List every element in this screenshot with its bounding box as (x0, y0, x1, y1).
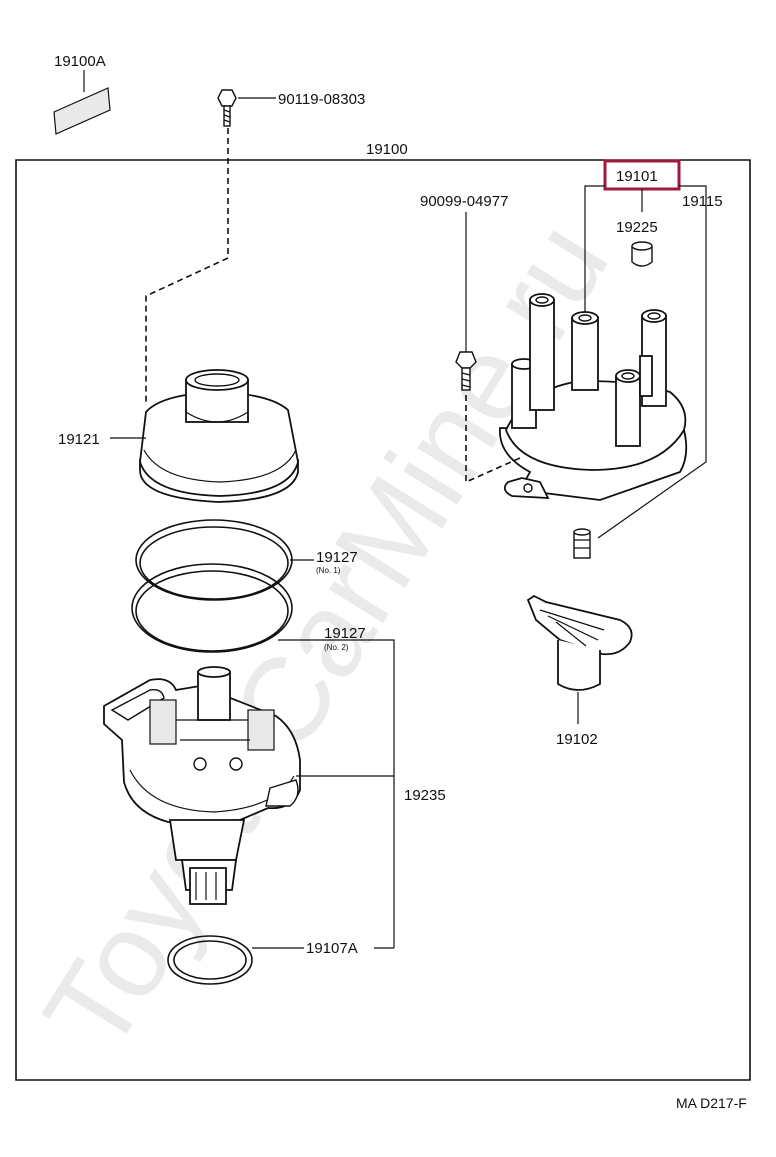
label-19127-no1-sub: (No. 1) (316, 566, 341, 575)
leader-19127-no2 (278, 639, 395, 948)
label-19115[interactable]: 19115 (682, 193, 723, 210)
label-19127-no2-sub: (No. 2) (324, 643, 349, 652)
label-90099-04977[interactable]: 90099-04977 (420, 193, 508, 210)
label-19121[interactable]: 19121 (58, 431, 100, 448)
part-19100A-label-plate (53, 70, 111, 135)
part-19127-no2-oring (131, 563, 293, 653)
label-19102[interactable]: 19102 (556, 731, 598, 748)
part-19102-rotor (526, 594, 633, 724)
part-19107A-oring (167, 935, 253, 985)
bolt-guide-line (145, 128, 229, 405)
label-19101[interactable]: 19101 (616, 168, 658, 185)
assembly-frame (15, 159, 751, 1081)
label-19225[interactable]: 19225 (616, 219, 658, 236)
part-19115-center-pin (573, 528, 591, 559)
label-19127-no1[interactable]: 19127 (316, 549, 358, 566)
part-90099-screw (455, 351, 477, 391)
label-19127-no2[interactable]: 19127 (324, 625, 366, 642)
part-19235-distributor-housing (103, 666, 301, 905)
part-19225-carbon (631, 241, 653, 267)
leader-19101 (584, 185, 707, 539)
part-19121-housing-cover (139, 369, 299, 503)
part-19127-no1-oring (135, 519, 293, 601)
label-19107A[interactable]: 19107A (306, 940, 358, 957)
label-19235[interactable]: 19235 (404, 787, 446, 804)
label-90119-08303[interactable]: 90119-08303 (278, 91, 365, 108)
part-19101-distributor-cap (499, 293, 688, 501)
diagram-code: MA D217-F (676, 1095, 747, 1111)
label-19100[interactable]: 19100 (366, 141, 408, 158)
part-90119-bolt (217, 89, 276, 127)
label-19100A[interactable]: 19100A (54, 53, 106, 70)
